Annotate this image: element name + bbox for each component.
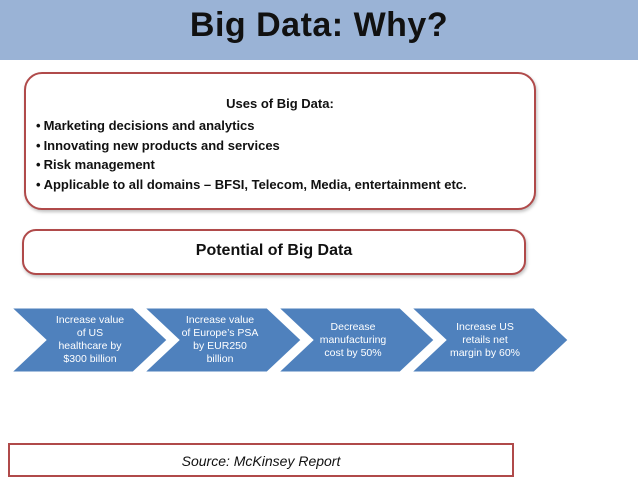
- uses-item-label: Innovating new products and services: [43, 137, 280, 153]
- step-line: Decrease: [330, 320, 376, 333]
- step-line: Increase value: [185, 314, 255, 326]
- chevron-step-1: [10, 307, 168, 373]
- list-item: •Risk management: [36, 155, 467, 175]
- chevron-step-4-text: Increase US retails net margin by 60%: [440, 300, 530, 380]
- step-line: $300 billion: [63, 353, 117, 365]
- step-line: Increase US: [456, 320, 514, 333]
- chevron-step-1-text: Increase value of US healthcare by $300 …: [44, 300, 136, 380]
- chevron-step-3-text: Decrease manufacturing cost by 50%: [305, 300, 401, 380]
- step-line: of Europe’s PSA: [181, 327, 259, 339]
- title-bar: [0, 0, 638, 60]
- chevron-step-4: [410, 307, 569, 373]
- step-line: cost by 50%: [324, 346, 382, 359]
- list-item: •Innovating new products and services: [36, 136, 467, 156]
- list-item: •Applicable to all domains – BFSI, Telec…: [36, 175, 467, 195]
- chevron-step-3: [277, 307, 435, 373]
- source-label: Source: McKinsey Report: [181, 453, 341, 469]
- uses-box: Uses of Big Data: •Marketing decisions a…: [24, 72, 536, 210]
- bullet-icon: •: [36, 176, 41, 192]
- step-line: by EUR250: [193, 340, 247, 352]
- step-line: retails net: [462, 333, 508, 346]
- chevron-shapes: [10, 307, 569, 373]
- process-chevrons: Increase value of US healthcare by $300 …: [0, 300, 638, 380]
- step-line: of US: [76, 327, 104, 339]
- slide-title: Big Data: Why?: [189, 6, 449, 44]
- step-line: healthcare by: [58, 340, 122, 352]
- uses-list: •Marketing decisions and analytics •Inno…: [36, 116, 467, 194]
- source-box: Source: McKinsey Report: [8, 443, 514, 477]
- uses-item-label: Applicable to all domains – BFSI, Teleco…: [43, 176, 467, 192]
- chevron-step-2: [143, 307, 302, 373]
- uses-heading: Uses of Big Data:: [226, 96, 334, 111]
- bullet-icon: •: [36, 118, 41, 133]
- uses-item-label: Risk management: [43, 157, 155, 172]
- list-item: •Marketing decisions and analytics: [36, 116, 467, 136]
- bullet-icon: •: [36, 137, 41, 153]
- step-line: billion: [206, 353, 234, 365]
- potential-label: Potential of Big Data: [195, 242, 353, 259]
- uses-item-label: Marketing decisions and analytics: [43, 118, 255, 133]
- step-line: margin by 60%: [449, 346, 521, 359]
- chevron-step-2-text: Increase value of Europe’s PSA by EUR250…: [172, 300, 268, 380]
- step-line: Increase value: [55, 314, 125, 326]
- step-line: manufacturing: [319, 333, 387, 346]
- potential-box: Potential of Big Data: [22, 229, 526, 275]
- bullet-icon: •: [36, 157, 41, 172]
